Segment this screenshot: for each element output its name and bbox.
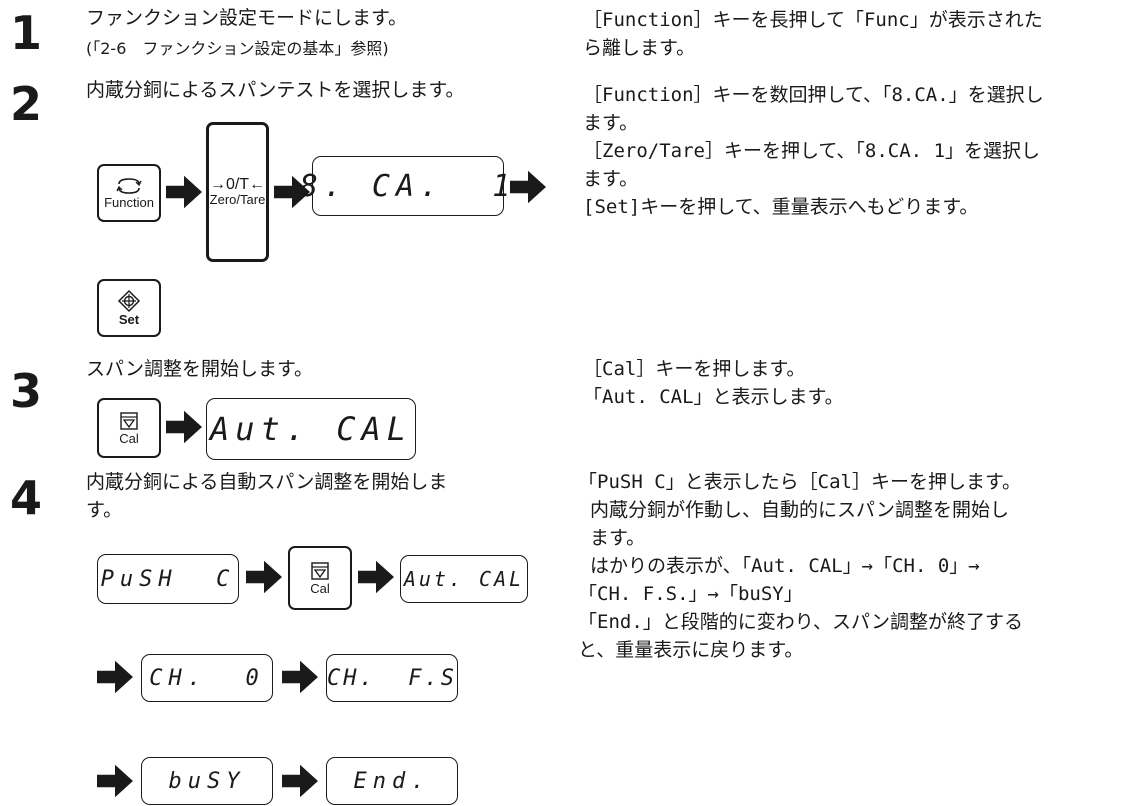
function-key[interactable]: Function: [97, 164, 161, 222]
step-2-title: 内蔵分銅によるスパンテストを選択します。: [86, 79, 465, 101]
step-4-description: 「PuSH C」と表示したら［Cal］キーを押します。 内蔵分銅が作動し、自動的…: [578, 468, 1118, 664]
display-text: PuSH C: [100, 566, 236, 592]
function-key-label: Function: [104, 194, 154, 210]
desc-line: ［Zero/Tare］キーを押して、「8.CA. 1」を選択し: [583, 140, 1041, 162]
desc-line: 内蔵分銅が作動し、自動的にスパン調整を開始し: [590, 499, 1009, 521]
right-arrow-icon: [510, 170, 546, 204]
step-4-number: 4: [10, 471, 43, 525]
display-text: End.: [353, 768, 431, 794]
display-autcal: Aut. CAL: [206, 398, 416, 460]
set-key-label: Set: [118, 311, 140, 327]
desc-line: ます。: [590, 527, 646, 549]
step-1-number: 1: [10, 6, 43, 60]
step-1-subtitle: (「2-6 ファンクション設定の基本」参照): [86, 39, 389, 58]
cal-key[interactable]: Cal: [288, 546, 352, 610]
desc-line: 「CH. F.S.」→「buSY」: [578, 583, 803, 605]
right-arrow-icon: [282, 660, 318, 694]
desc-line: ら離します。: [583, 37, 696, 59]
right-arrow-icon: [166, 175, 202, 209]
weight-icon: [311, 561, 329, 580]
display-text: Aut. CAL: [209, 410, 413, 448]
weight-icon: [120, 411, 138, 430]
display-text: 8. CA. 1: [299, 168, 517, 204]
zero-tare-symbol: →0/T←: [209, 176, 266, 193]
zero-tare-key-label: Zero/Tare: [209, 192, 266, 207]
step-3-title: スパン調整を開始します。: [86, 358, 314, 380]
desc-line: ［Cal］キーを押します。: [583, 358, 806, 380]
display-push-c: PuSH C: [97, 554, 239, 604]
cal-key[interactable]: Cal: [97, 398, 161, 458]
step-4-title-line-2: す。: [86, 499, 123, 521]
display-text: buSY: [168, 768, 246, 794]
desc-line: 「PuSH C」と表示したら［Cal］キーを押します。: [578, 471, 1022, 493]
right-arrow-icon: [282, 764, 318, 798]
right-arrow-icon: [358, 560, 394, 594]
desc-line: 「Aut. CAL」と表示します。: [583, 386, 844, 408]
step-2-description: ［Function］キーを数回押して、「8.CA.」を選択し ます。 ［Zero…: [583, 81, 1123, 221]
desc-line: ［Function］キーを数回押して、「8.CA.」を選択し: [583, 84, 1044, 106]
desc-line: はかりの表示が、「Aut. CAL」→「CH. 0」→: [590, 555, 980, 577]
display-end: End.: [326, 757, 458, 805]
display-text: CH. 0: [149, 665, 265, 691]
display-8ca1: 8. CA. 1: [300, 156, 510, 216]
display-autcal-small: Aut. CAL: [400, 555, 528, 603]
desc-line: ［Function］キーを長押して「Func」が表示された: [583, 9, 1043, 31]
zero-tare-key[interactable]: →0/T← Zero/Tare: [206, 122, 269, 262]
step-3-description: ［Cal］キーを押します。 「Aut. CAL」と表示します。: [583, 355, 1123, 411]
display-text: CH. F.S: [327, 665, 457, 691]
step-3-number: 3: [10, 364, 43, 418]
cal-key-label: Cal: [310, 580, 330, 596]
step-1-title: ファンクション設定モードにします。: [86, 7, 408, 29]
step-2-number: 2: [10, 77, 43, 131]
display-ch0: CH. 0: [141, 654, 273, 702]
right-arrow-icon: [97, 764, 133, 798]
display-chfs: CH. F.S: [326, 654, 458, 702]
desc-line: ます。: [583, 112, 639, 134]
right-arrow-icon: [246, 560, 282, 594]
cal-key-label: Cal: [119, 430, 139, 446]
cycle-arrows-icon: [116, 177, 142, 194]
right-arrow-icon: [97, 660, 133, 694]
display-busy: buSY: [141, 757, 273, 805]
desc-line: ます。: [583, 168, 639, 190]
display-text: Aut. CAL: [403, 567, 525, 591]
step-4-title-line-1: 内蔵分銅による自動スパン調整を開始しま: [86, 471, 448, 493]
step-1-description: ［Function］キーを長押して「Func」が表示された ら離します。: [583, 6, 1123, 62]
right-arrow-icon: [166, 410, 202, 444]
set-key[interactable]: Set: [97, 279, 161, 337]
desc-line: 「End.」と段階的に変わり、スパン調整が終了する: [578, 611, 1023, 633]
desc-line: と、重量表示に戻ります。: [578, 639, 804, 661]
target-diamond-icon: [117, 289, 141, 312]
desc-line: [Set]キーを押して、重量表示へもどります。: [583, 196, 979, 218]
